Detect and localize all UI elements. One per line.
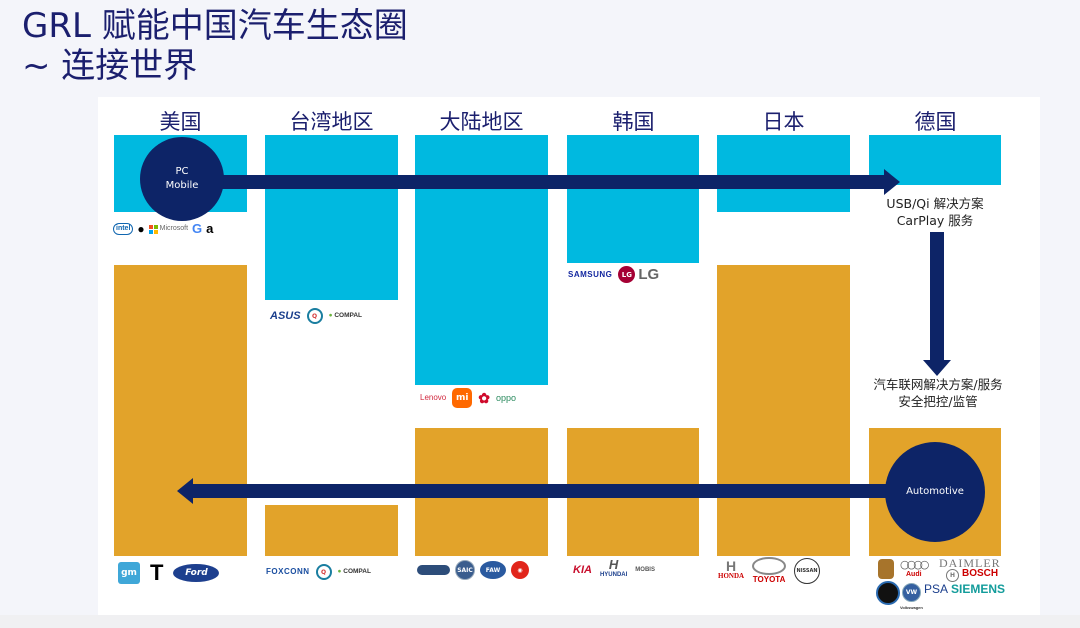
google-logo-icon: G — [192, 221, 203, 236]
column-label-germany: 德国 — [914, 110, 957, 134]
consumer-circle-line-2: Mobile — [165, 180, 199, 191]
note-connected-car: 汽车联网解决方案/服务 安全把控/监管 — [858, 376, 1018, 410]
lg-logo: LG — [638, 265, 660, 283]
xiaomi-logo: mi — [452, 388, 473, 408]
logos-taiwan-auto: FOXCONN Q ● COMPAL — [266, 564, 371, 580]
oppo-logo: oppo — [495, 393, 517, 403]
porsche-logo-icon — [878, 559, 894, 579]
samsung-logo: SAMSUNG — [568, 269, 613, 279]
psa-logo: PSA — [924, 582, 949, 596]
title-line-1: GRL 赋能中国汽车生态圈 — [22, 6, 408, 46]
ford-logo: Ford — [173, 564, 220, 582]
geely-logo-icon — [417, 565, 450, 575]
arrow-down-icon — [923, 360, 951, 376]
column-label-taiwan: 台湾地区 — [289, 110, 374, 134]
saic-logo-icon: SAIC — [455, 560, 475, 580]
mobis-logo: MOBIS — [635, 567, 655, 573]
logos-korea-consumer: SAMSUNG LG LG — [568, 266, 659, 283]
bottom-band — [0, 615, 1080, 628]
auto-bar-usa — [114, 265, 247, 556]
logos-usa-consumer: intel ● Microsoft G a — [113, 221, 214, 236]
automotive-circle: Automotive — [885, 442, 985, 542]
auto-bar-japan — [717, 265, 850, 556]
arrow-right-icon — [884, 169, 900, 195]
arrow-consumer-shaft — [222, 175, 884, 189]
note-usb-carplay: USB/Qi 解决方案 CarPlay 服务 — [862, 195, 1008, 229]
logos-usa-auto: gm T Ford — [118, 560, 220, 585]
bosch-logo-icon: H — [946, 569, 959, 582]
nissan-logo: NISSAN — [794, 558, 821, 584]
microsoft-logo: Microsoft — [159, 225, 189, 232]
note-carplay-line: CarPlay 服务 — [896, 213, 974, 228]
arrow-left-icon — [177, 478, 193, 504]
automotive-circle-label: Automotive — [906, 486, 964, 497]
title-line-2: ~ 连接世界 — [22, 46, 198, 86]
logos-mainland-consumer: Lenovo mi ✿ oppo — [420, 388, 516, 408]
toyota-logo-icon — [752, 557, 787, 575]
compal-logo: ● COMPAL — [328, 312, 362, 319]
column-label-korea: 韩国 — [612, 110, 655, 134]
dongfeng-logo-icon: ◉ — [511, 561, 529, 579]
asus-logo: ASUS — [270, 310, 301, 322]
page-title: GRL 赋能中国汽车生态圈 ~ 连接世界 — [22, 6, 408, 86]
arrow-down-shaft — [930, 232, 944, 360]
intel-logo: intel — [113, 223, 134, 235]
volkswagen-logo: Volkswagen — [900, 605, 923, 610]
quanta-logo-icon: Q — [306, 308, 323, 324]
toyota-logo: TOYOTA — [752, 557, 787, 585]
huawei-logo-icon: ✿ — [478, 390, 490, 406]
logos-taiwan-consumer: ASUS Q ● COMPAL — [270, 308, 362, 324]
honda-logo-icon: H — [725, 558, 737, 574]
auto-bar-taiwan — [265, 505, 398, 556]
logos-korea-auto: KIA H HYUNDAI MOBIS — [573, 557, 655, 580]
bmw-logo-icon — [876, 581, 900, 605]
consumer-circle: PC Mobile — [140, 137, 224, 221]
compal-logo: ● COMPAL — [337, 568, 371, 575]
note-usb-line: USB/Qi 解决方案 — [886, 196, 984, 211]
lenovo-logo: Lenovo — [420, 393, 447, 402]
foxconn-logo: FOXCONN — [266, 567, 310, 576]
kia-logo: KIA — [573, 564, 592, 576]
column-label-usa: 美国 — [159, 110, 202, 134]
bosch-logo: BOSCH — [962, 568, 999, 579]
quanta-logo-icon: Q — [315, 564, 332, 580]
tesla-logo-icon: T — [150, 560, 164, 585]
audi-rings-icon: ○○○○ — [900, 558, 929, 571]
audi-logo: Audi — [906, 571, 922, 578]
hyundai-logo-icon: H — [608, 557, 619, 572]
logos-mainland-auto: SAIC FAW ◉ — [417, 560, 529, 580]
amazon-logo-icon: a — [206, 221, 214, 236]
gm-logo: gm — [118, 562, 140, 584]
volkswagen-logo-icon: VW — [902, 583, 921, 602]
note-security-line: 安全把控/监管 — [898, 394, 978, 409]
hyundai-logo: H HYUNDAI — [599, 557, 628, 578]
arrow-auto-shaft — [192, 484, 892, 498]
consumer-bar-japan — [717, 135, 850, 212]
siemens-logo: SIEMENS — [951, 582, 1006, 596]
note-connected-line: 汽车联网解决方案/服务 — [873, 377, 1003, 392]
consumer-bar-taiwan — [265, 135, 398, 300]
logos-germany-auto: ○○○○ Audi DAIMLER H BOSCH VW Volkswagen … — [876, 556, 1026, 612]
consumer-bar-korea — [567, 135, 699, 263]
microsoft-logo-icon — [148, 224, 158, 234]
lg-logo-icon: LG — [618, 266, 636, 283]
column-label-japan: 日本 — [762, 110, 805, 134]
consumer-bar-mainland — [415, 135, 548, 385]
apple-logo-icon: ● — [137, 222, 145, 236]
logos-japan-auto: H HONDA TOYOTA NISSAN — [718, 557, 821, 585]
column-label-mainland: 大陆地区 — [439, 110, 524, 134]
consumer-circle-line-1: PC — [175, 166, 189, 177]
honda-logo: H HONDA — [718, 558, 745, 580]
faw-logo-icon: FAW — [480, 561, 506, 579]
daimler-logo: DAIMLER — [939, 556, 1001, 570]
